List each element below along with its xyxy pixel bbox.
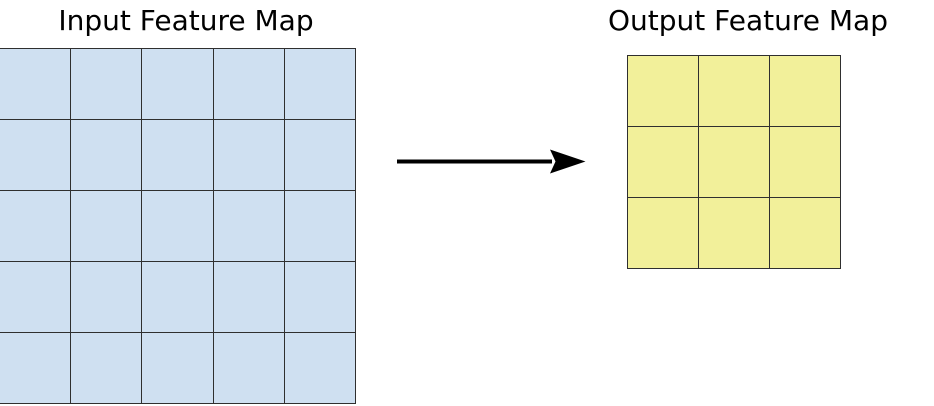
- input-cell-r2-c4: [284, 189, 357, 262]
- input-cell-r1-c3: [212, 118, 286, 191]
- input-cell-r1-c0: [0, 118, 71, 191]
- input-cell-r0-c2: [141, 47, 214, 120]
- input-cell-r3-c1: [69, 260, 143, 333]
- input-cell-r3-c2: [141, 260, 214, 333]
- output-cell-r2-c1: [697, 196, 771, 269]
- input-cell-r1-c2: [141, 118, 214, 191]
- output-cell-r2-c0: [626, 196, 699, 269]
- input-cell-r4-c4: [284, 331, 357, 404]
- output-cell-r2-c2: [769, 196, 842, 269]
- input-cell-r2-c3: [212, 189, 286, 262]
- output-cell-r0-c2: [769, 54, 842, 127]
- input-cell-r4-c2: [141, 331, 214, 404]
- input-cell-r4-c0: [0, 331, 71, 404]
- input-feature-map-grid: [0, 47, 358, 404]
- input-cell-r4-c3: [212, 331, 286, 404]
- output-feature-map-title: Output Feature Map: [608, 4, 888, 37]
- output-cell-r0-c1: [697, 54, 771, 127]
- input-cell-r4-c1: [69, 331, 143, 404]
- output-feature-map-grid: [626, 54, 842, 269]
- input-cell-r0-c4: [284, 47, 357, 120]
- input-cell-r2-c1: [69, 189, 143, 262]
- input-cell-r3-c0: [0, 260, 71, 333]
- input-cell-r1-c4: [284, 118, 357, 191]
- input-cell-r0-c0: [0, 47, 71, 120]
- input-cell-r3-c4: [284, 260, 357, 333]
- input-cell-r2-c0: [0, 189, 71, 262]
- input-cell-r0-c3: [212, 47, 286, 120]
- input-feature-map-title: Input Feature Map: [58, 4, 314, 37]
- input-cell-r1-c1: [69, 118, 143, 191]
- output-cell-r1-c2: [769, 125, 842, 198]
- right-arrow-icon: [397, 149, 586, 174]
- input-cell-r2-c2: [141, 189, 214, 262]
- output-cell-r0-c0: [626, 54, 699, 127]
- input-cell-r0-c1: [69, 47, 143, 120]
- input-cell-r3-c3: [212, 260, 286, 333]
- output-cell-r1-c0: [626, 125, 699, 198]
- output-cell-r1-c1: [697, 125, 771, 198]
